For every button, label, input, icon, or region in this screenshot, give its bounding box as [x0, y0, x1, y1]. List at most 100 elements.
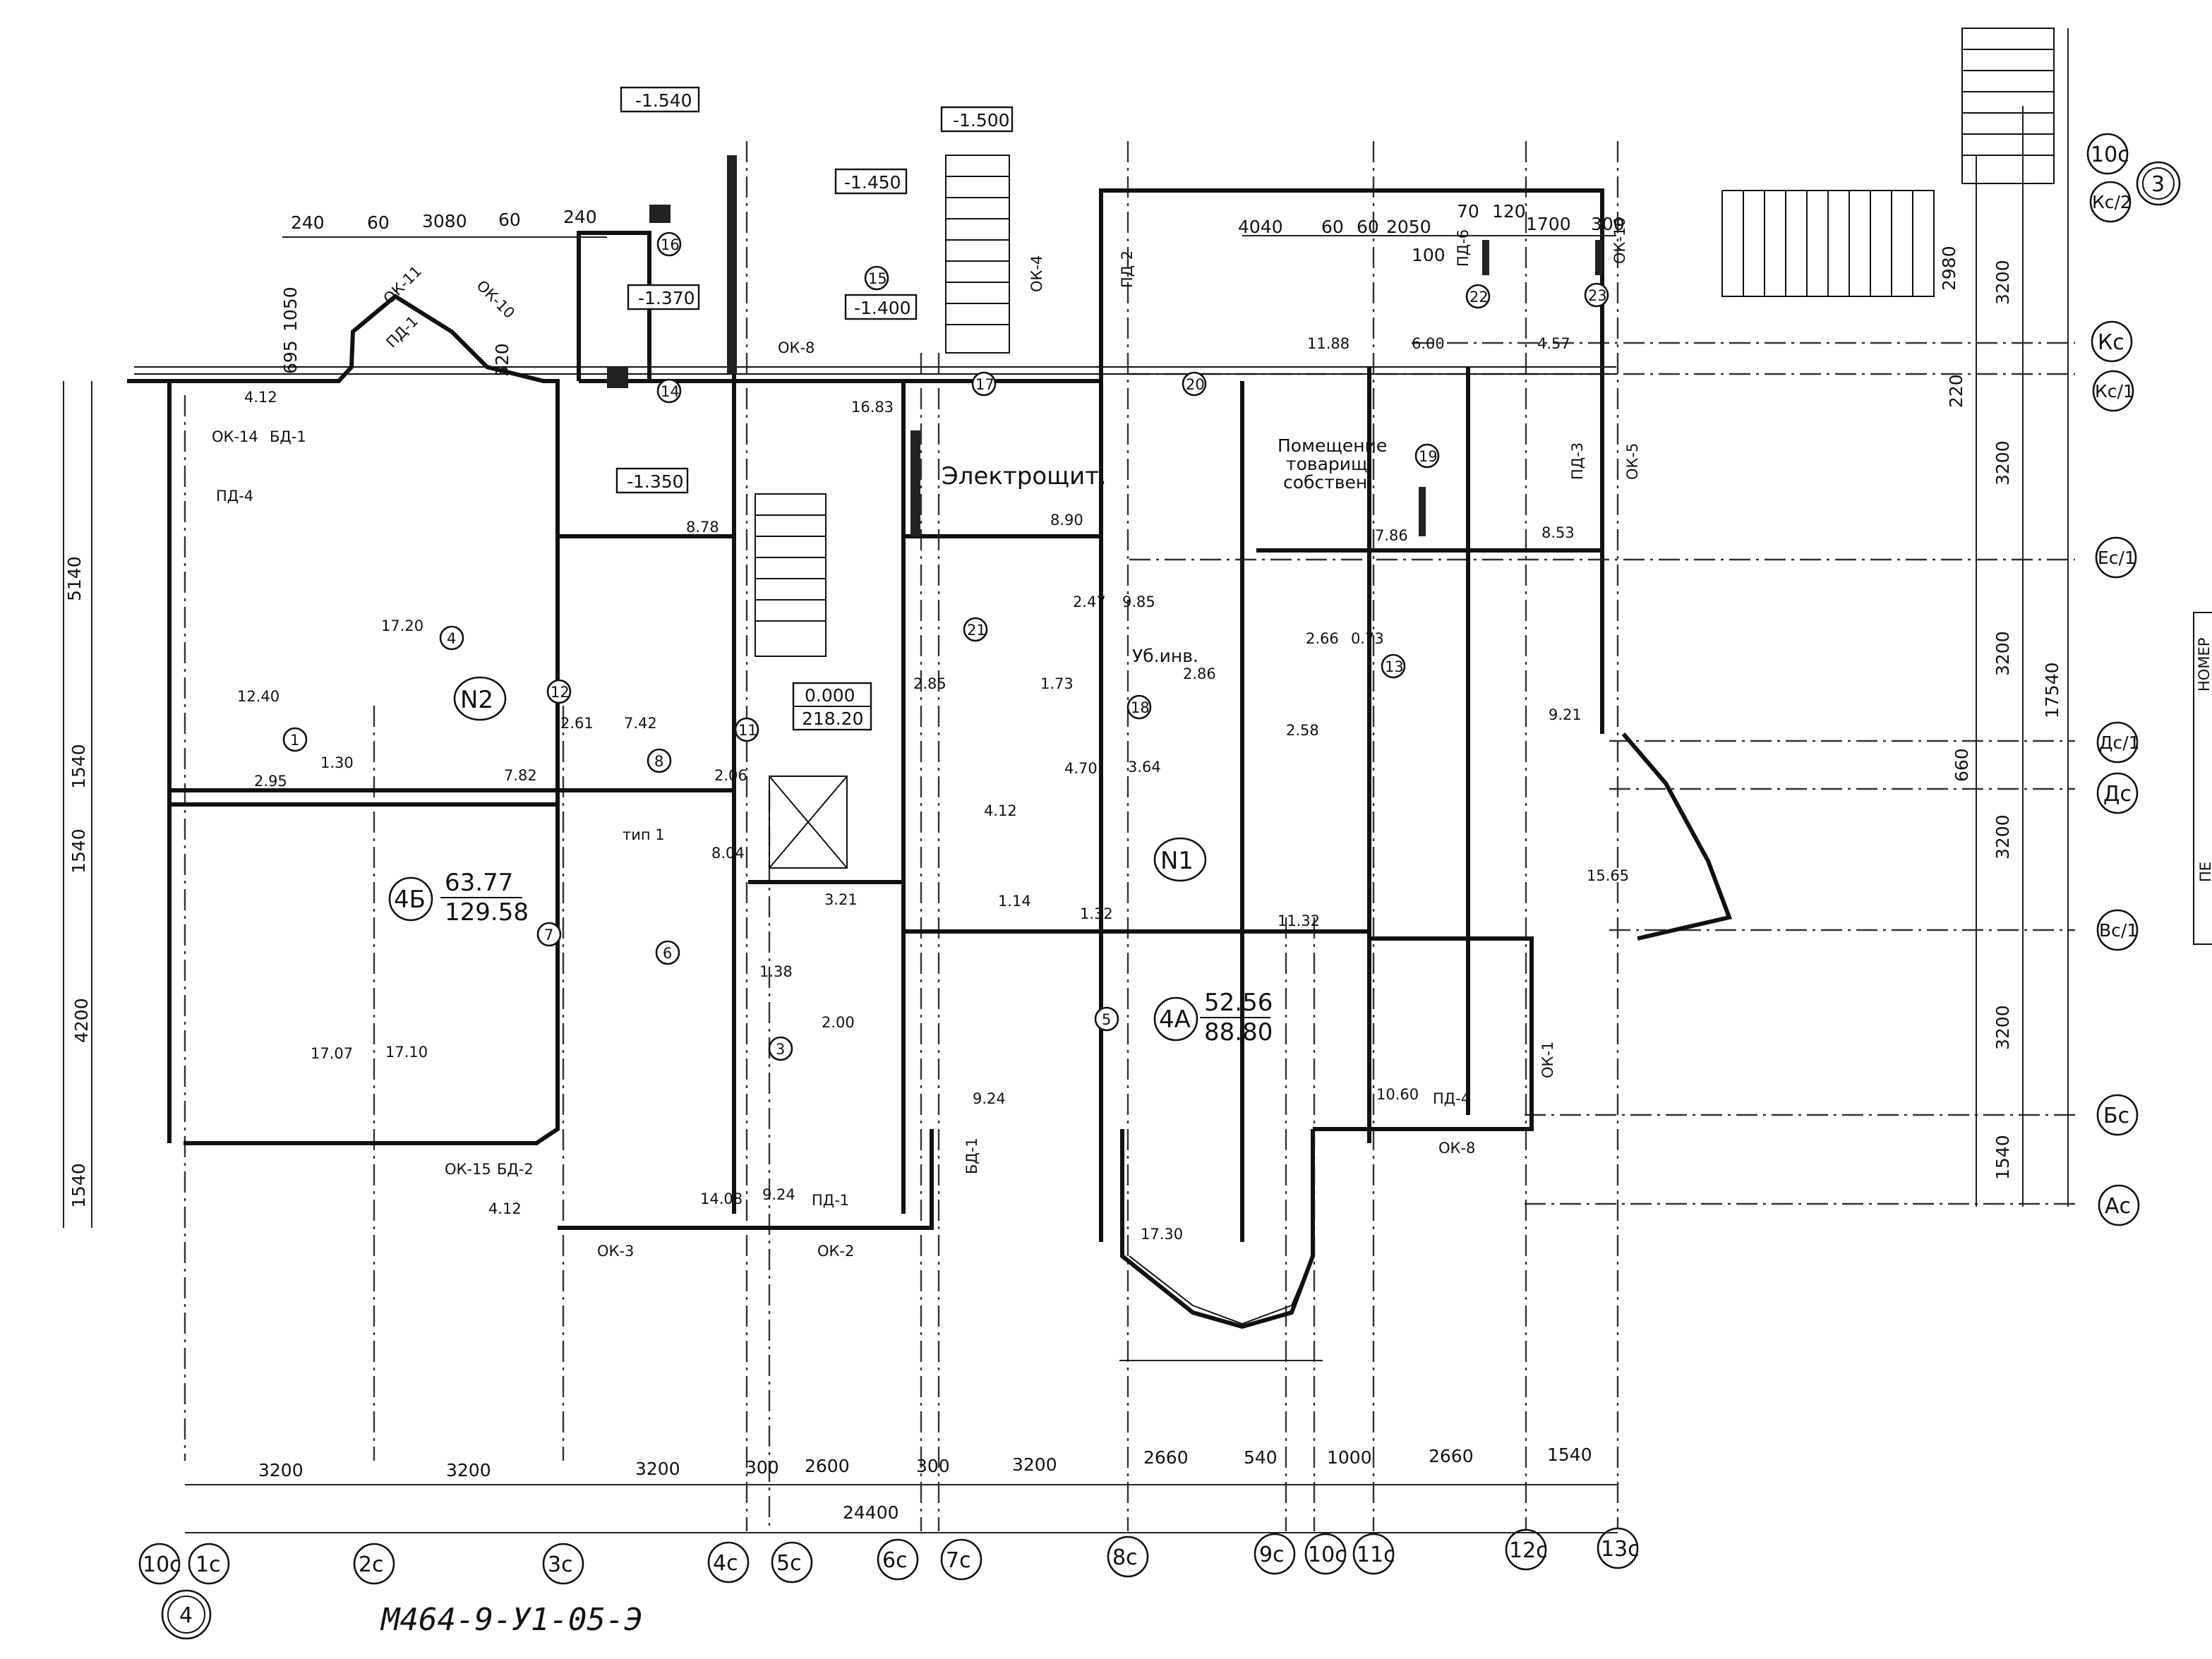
room-marker: 13 [1385, 658, 1404, 675]
room-marker: 17 [975, 376, 994, 393]
room-area: 2.47 [1073, 593, 1106, 610]
dimension-label: 1540 [68, 1163, 89, 1208]
dimension-label: 2050 [1386, 217, 1431, 237]
axis-label: 10с [2091, 143, 2129, 167]
axis-grid [184, 141, 2075, 1531]
dimension-label: 1540 [1992, 1135, 2013, 1180]
axis-label: 7с [946, 1548, 971, 1573]
room-area: 2.85 [913, 675, 946, 692]
room-area: 3.64 [1128, 759, 1161, 776]
room-area: 4.57 [1537, 335, 1570, 352]
axis-label: 1с [196, 1552, 221, 1577]
room-names: Электрощит. Уб.инв. Помещение товарищ. с… [623, 435, 1387, 843]
room-marker: 11 [738, 722, 757, 739]
room-area: 14.08 [700, 1190, 743, 1207]
level-mark: -1.500 [953, 110, 1010, 131]
element-code: ПД-2 [1119, 251, 1136, 288]
room-area: 9.21 [1549, 706, 1582, 723]
room-owners-line3: собствен. [1283, 472, 1373, 493]
room-area: 11.32 [1278, 912, 1320, 929]
dimension-label: 4040 [1238, 217, 1283, 237]
section-marks: 3 4 [161, 161, 2181, 1640]
drawing-code: М464-9-У1-05-Э [380, 1602, 643, 1638]
dimension-label: 70 [1457, 201, 1479, 222]
room-area: 17.10 [385, 1044, 428, 1061]
element-code: ПД-6 [1455, 229, 1472, 267]
dimension-label: 220 [1946, 374, 1966, 408]
lift-shaft [769, 776, 848, 869]
dimension-label: 2600 [805, 1456, 850, 1476]
element-code: ОК-3 [597, 1243, 634, 1260]
room-area: 7.42 [624, 715, 657, 732]
room-area: 7.86 [1375, 527, 1408, 544]
element-code: ОК-5 [1624, 443, 1641, 480]
dimension-label: 3200 [446, 1460, 491, 1480]
element-code: ПД-4 [1433, 1090, 1470, 1107]
left-dimensions: 5140 1540 1540 4200 1540 [63, 381, 92, 1228]
axis-label: Вс/1 [2099, 920, 2138, 941]
dimension-label: 4200 [71, 998, 92, 1043]
dimension-label: 5140 [64, 556, 85, 601]
dimension-label: 695 [280, 340, 301, 374]
title-block: НОМЕР ПЕ [2193, 612, 2212, 945]
element-code: ПД-3 [1569, 442, 1586, 480]
room-area: 12.40 [237, 688, 279, 705]
room-marker: 19 [1419, 448, 1438, 465]
room-area: 3.21 [824, 891, 858, 908]
dimension-label: 540 [1244, 1447, 1278, 1468]
room-area: 1.38 [759, 963, 793, 980]
dimension-label: 1700 [1526, 214, 1571, 234]
axis-label: Дс [2103, 782, 2132, 807]
element-code: ОК-4 [1028, 255, 1045, 292]
row-axis-markers: 10с Кс/2 Кс Кс/1 Ес/1 Дс/1 Дс Вс/1 Бс Ас [2086, 133, 2140, 1226]
dimension-label: 300 [745, 1457, 779, 1478]
room-area: 8.78 [686, 519, 719, 536]
element-code: ОК-10 [473, 277, 517, 322]
room-marker: 15 [868, 270, 887, 287]
room-area: 9.24 [973, 1090, 1006, 1107]
title-block-fragment: ПЕ [2197, 862, 2212, 882]
axis-label: 13с [1601, 1537, 1640, 1562]
dimension-label: 240 [563, 207, 597, 227]
room-area: 4.12 [488, 1200, 522, 1217]
room-marker: 18 [1131, 699, 1150, 716]
dimension-label: 3200 [1992, 260, 2013, 305]
apartment-type: 4А [1159, 1006, 1191, 1034]
room-marker: 23 [1588, 287, 1607, 304]
room-area: 6.00 [1412, 335, 1445, 352]
axis-label: 10с [143, 1552, 181, 1577]
stairs-main [945, 155, 1010, 354]
axis-label: Кс [2098, 330, 2124, 355]
room-marker: 14 [661, 383, 680, 400]
room-owners-line2: товарищ. [1286, 454, 1374, 474]
apartment-number: N1 [1160, 847, 1194, 875]
room-markers: 1 3 4 5 6 7 8 11 12 13 14 15 16 17 18 19… [282, 231, 1609, 1061]
room-area: 7.82 [504, 767, 537, 784]
apartment-living-area: 52.56 [1204, 989, 1273, 1017]
dimension-label: 240 [291, 212, 325, 233]
room-area: 1.30 [320, 754, 354, 771]
room-marker: 1 [290, 732, 299, 749]
dimension-label: 60 [1321, 217, 1344, 237]
room-marker: 22 [1469, 289, 1489, 306]
section-mark: 3 [2151, 172, 2165, 197]
room-area: 4.12 [244, 389, 277, 406]
axis-label: Кс/1 [2095, 381, 2134, 402]
apartment-total-area: 129.58 [445, 898, 529, 927]
room-area: 2.00 [822, 1014, 855, 1031]
element-code: БД-2 [497, 1161, 534, 1178]
room-area: 15.65 [1587, 867, 1629, 884]
element-code: БД-1 [963, 1138, 980, 1174]
dimension-label: 300 [916, 1456, 950, 1476]
level-mark: -1.450 [844, 172, 901, 193]
room-area: 9.85 [1122, 593, 1155, 610]
level-mark: 0.000 [805, 685, 855, 706]
room-area: 2.86 [1183, 665, 1216, 682]
axis-label: Бс [2103, 1104, 2129, 1128]
dimension-label: 2660 [1429, 1446, 1474, 1466]
axis-label: 8с [1112, 1545, 1138, 1570]
axis-label: 10с [1308, 1543, 1347, 1567]
room-marker: 20 [1186, 376, 1205, 393]
dimension-label: 2980 [1939, 246, 1959, 291]
dimension-label: 3200 [1012, 1454, 1057, 1475]
